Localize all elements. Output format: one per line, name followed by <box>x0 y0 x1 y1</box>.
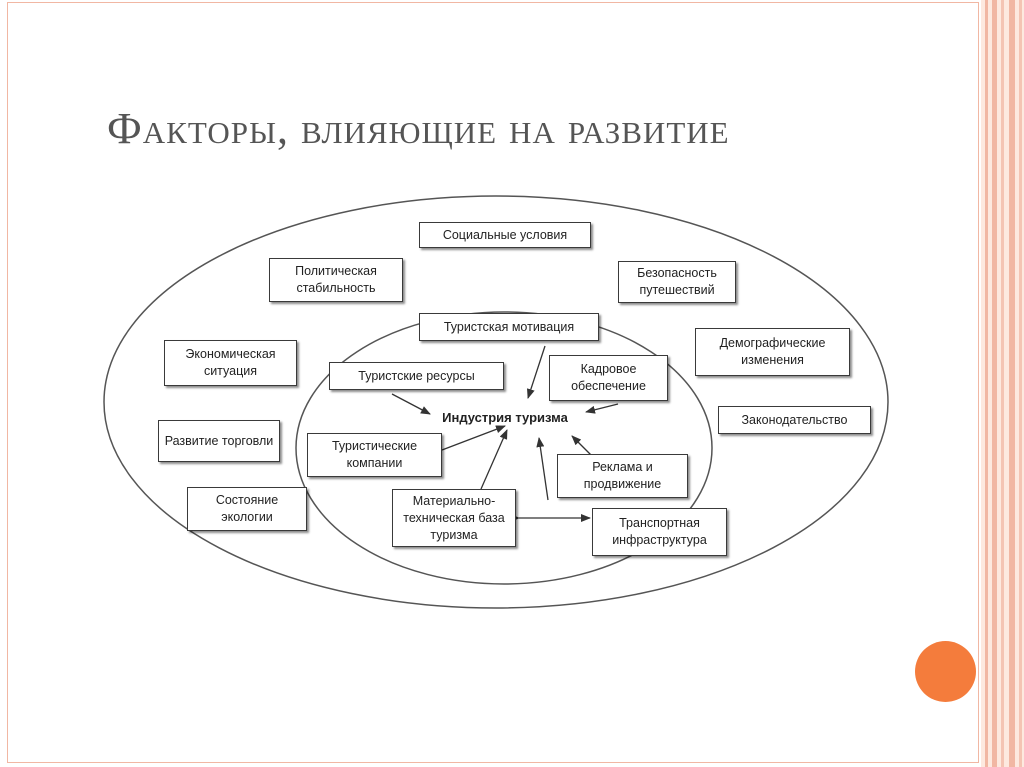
outer-factor-box: Безопасность путешествий <box>618 261 736 303</box>
outer-ellipse <box>103 195 889 609</box>
inner-factor-box: Кадровое обеспечение <box>549 355 668 401</box>
inner-factor-box: Материально-техническая база туризма <box>392 489 516 547</box>
inner-factor-box: Транспортная инфраструктура <box>592 508 727 556</box>
outer-factor-box: Развитие торговли <box>158 420 280 462</box>
inner-factor-box: Туристская мотивация <box>419 313 599 341</box>
outer-factor-box: Состояние экологии <box>187 487 307 531</box>
arrow-motivation <box>526 345 546 399</box>
inner-factor-box: Туристские ресурсы <box>329 362 504 390</box>
arrow-resources <box>391 393 431 415</box>
outer-factor-box: Политическая стабильность <box>269 258 403 302</box>
outer-factor-box: Социальные условия <box>419 222 591 248</box>
arrow-base <box>480 429 508 490</box>
center-label: Индустрия туризма <box>442 410 568 425</box>
arrow-staff <box>585 403 619 414</box>
slide-title: Факторы, влияющие на развитие <box>107 104 730 153</box>
arrow-companies <box>441 425 506 451</box>
outer-factor-box: Законодательство <box>718 406 871 434</box>
inner-factor-box: Туристические компании <box>307 433 442 477</box>
inner-ellipse <box>295 311 713 585</box>
arrow-advertising <box>571 435 593 457</box>
outer-factor-box: Демографические изменения <box>695 328 850 376</box>
outer-factor-box: Экономическая ситуация <box>164 340 297 386</box>
arrow-transport <box>536 437 549 501</box>
inner-factor-box: Реклама и продвижение <box>557 454 688 498</box>
decorative-stripes <box>981 0 1024 767</box>
decorative-circle <box>915 641 976 702</box>
